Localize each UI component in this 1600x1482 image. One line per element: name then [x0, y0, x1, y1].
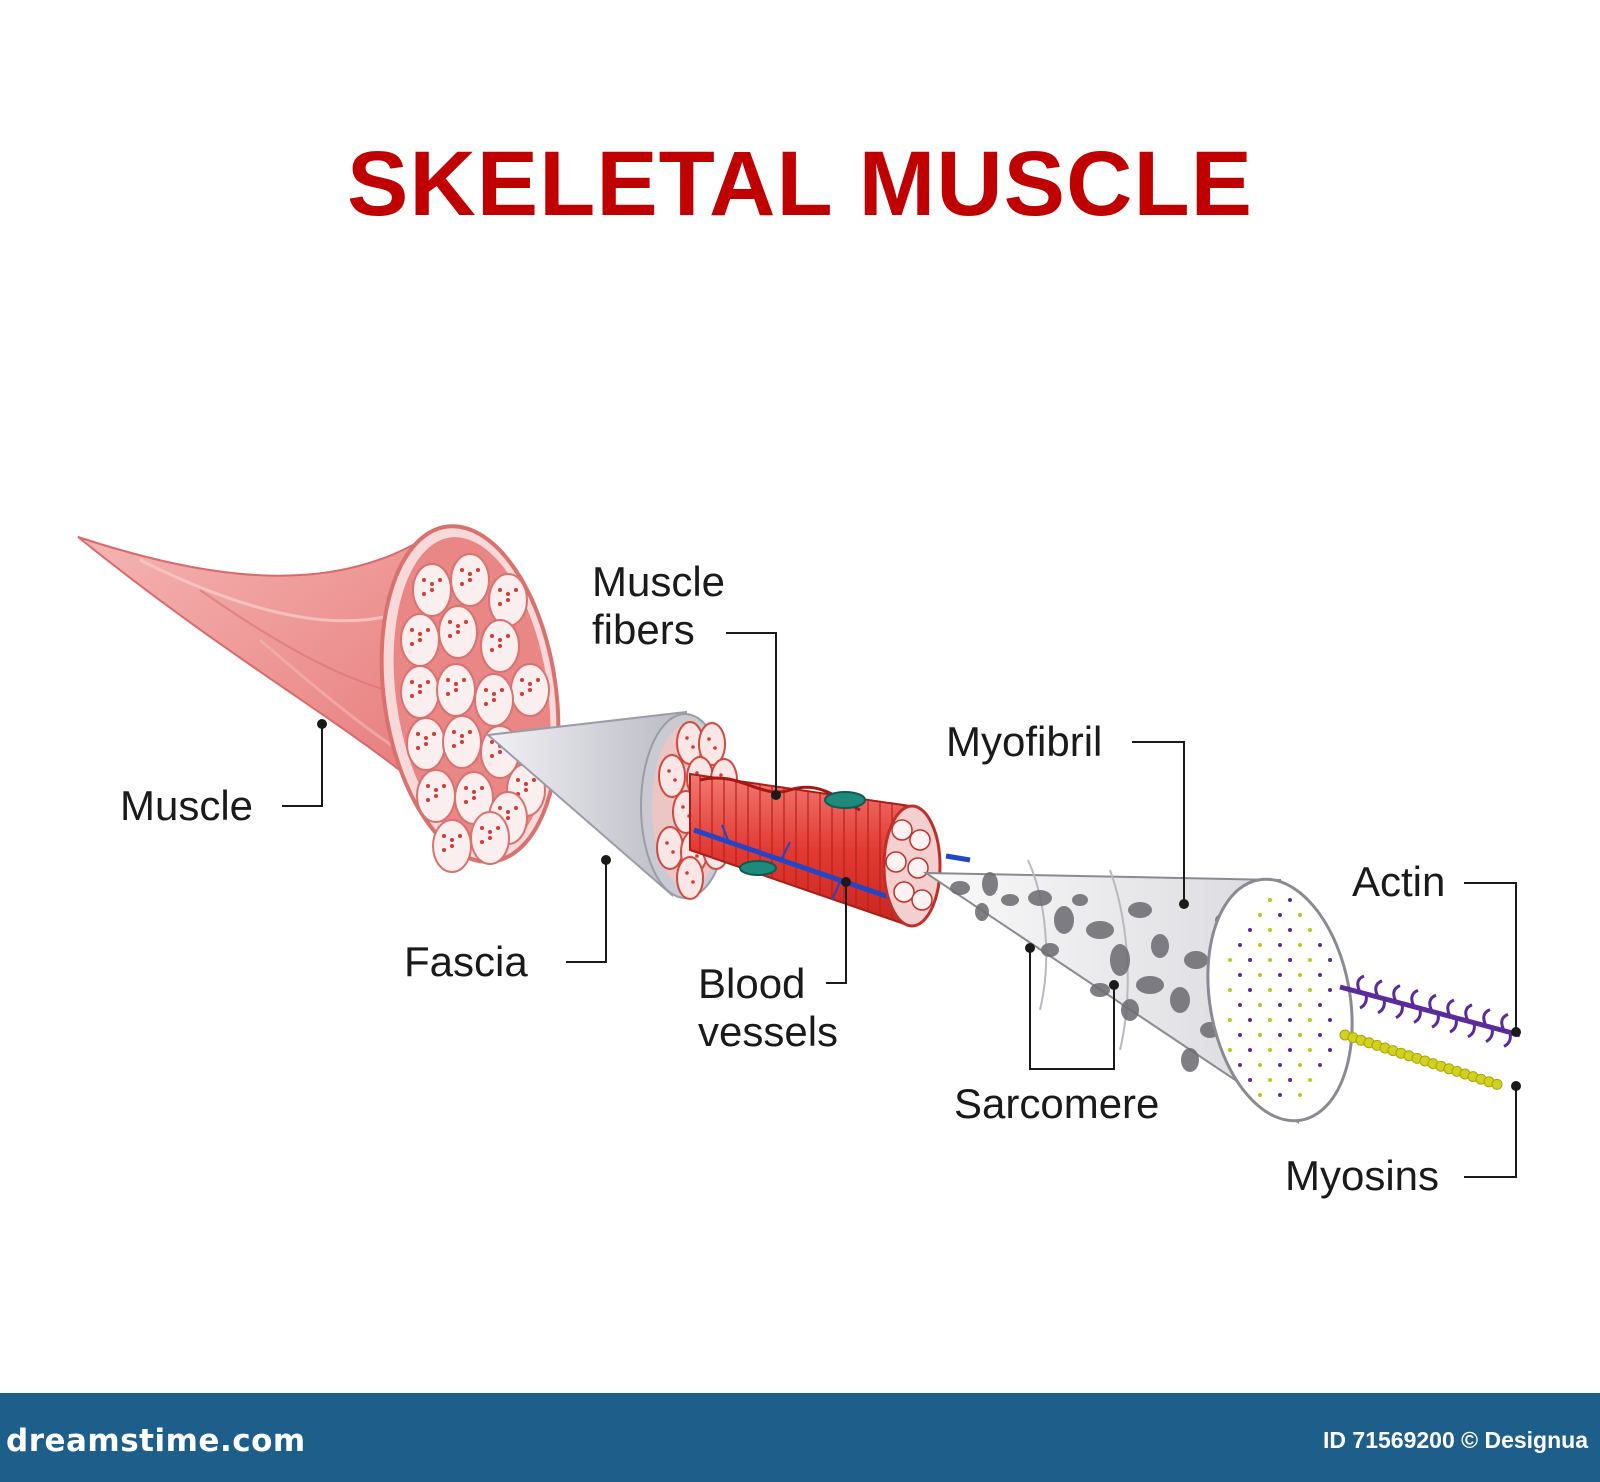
nucleus [739, 860, 777, 876]
sarcomere-blob [1086, 921, 1114, 939]
myofibril-end [907, 857, 929, 879]
diagram-title: SKELETAL MUSCLE [346, 133, 1254, 235]
myofibril-end [893, 881, 915, 903]
label-sarcomere: Sarcomere [954, 1080, 1160, 1127]
actin-barb [1500, 1013, 1509, 1032]
label-myofibril: Myofibril [946, 718, 1103, 765]
label-muscle-fibers-line2: fibers [592, 606, 695, 653]
muscle-cross-section [379, 524, 561, 873]
label-fascia: Fascia [404, 938, 528, 985]
stock-footer-bar: dreamstime.com ID 71569200 © Designua [0, 1393, 1600, 1482]
label-blood-vessels-line1: Blood [698, 960, 806, 1007]
sarcomere-blob [1041, 943, 1059, 957]
myofibril-end [885, 851, 907, 873]
actin-barb [1446, 998, 1455, 1017]
leader-lines [282, 632, 1517, 1178]
sarcomere-blob [1121, 999, 1139, 1021]
myofibril-ends [885, 819, 933, 911]
label-muscle-fibers-line1: Muscle [592, 558, 726, 605]
fiber-striations [699, 776, 905, 924]
filament-cross-section [1228, 898, 1332, 1097]
footer-credit: ID 71569200 © Designua [1323, 1427, 1588, 1453]
muscle-fiber [689, 772, 971, 928]
label-actin: Actin [1352, 858, 1446, 905]
actin-filament [1339, 974, 1521, 1048]
sarcomere-blob [1181, 1048, 1199, 1072]
actin-barb [1428, 993, 1437, 1012]
label-muscle: Muscle [120, 782, 254, 829]
actin-barb [1374, 979, 1383, 998]
fiber-bundle-end [698, 722, 726, 766]
actin-barb [1482, 1008, 1491, 1027]
sarcomere-blob [1184, 951, 1208, 969]
sarcomere-blob [1136, 976, 1164, 994]
myofibril-end [891, 819, 913, 841]
actin-barb [1356, 974, 1365, 993]
nucleus [824, 791, 866, 809]
footer-brand: dreamstime.com [6, 1423, 306, 1459]
sarcomere-blob [950, 881, 970, 895]
sarcomere-blob [1028, 890, 1052, 906]
blood-vessel [693, 827, 916, 909]
sarcomere-blob [1170, 987, 1190, 1013]
sarcomere-blob [1054, 906, 1074, 934]
sarcomere-blob [1128, 902, 1152, 918]
myofibril-cone [922, 859, 1354, 1124]
muscle-anatomy-illustration [77, 524, 1521, 1178]
actin-barb [1392, 984, 1401, 1003]
fiber-bundle-end [656, 826, 684, 870]
leader-dots [317, 719, 1521, 1091]
myosin-filament [1339, 1029, 1503, 1090]
actin-barb [1464, 1003, 1473, 1022]
label-blood-vessels-line2: vessels [698, 1008, 839, 1055]
fiber-bundle-end [658, 754, 686, 798]
sarcomere-blob [1001, 894, 1019, 906]
sarcomere-blob [1151, 934, 1169, 958]
myofibril-end [911, 889, 933, 911]
myosin-head [1491, 1078, 1503, 1090]
label-myosins: Myosins [1285, 1152, 1440, 1199]
sarcomere-blob [975, 903, 989, 921]
sarcomere-blob [1072, 894, 1088, 906]
myofibril-end [909, 829, 931, 851]
sarcomere-blob [982, 872, 998, 896]
sarcomere-blob [1110, 944, 1130, 976]
actin-barb [1410, 989, 1419, 1008]
fascicle-group [400, 553, 550, 873]
sarcomere-blob [1090, 983, 1110, 997]
fiber-bundle-end [676, 856, 704, 900]
